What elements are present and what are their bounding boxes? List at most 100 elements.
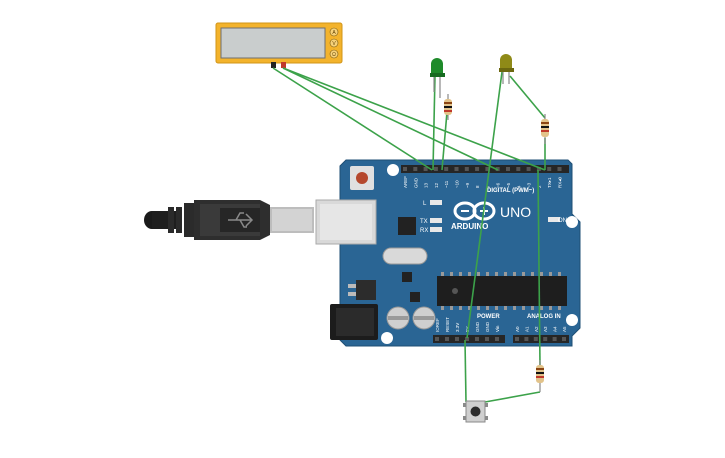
chip-pin (513, 306, 516, 310)
chip-pin (558, 306, 561, 310)
pin-label: ~6 (496, 182, 501, 188)
header-pin[interactable] (557, 167, 562, 171)
chip-pin (486, 272, 489, 276)
wire-green-resistor (441, 111, 448, 171)
chip-pin (549, 306, 552, 310)
mode-a[interactable]: A (332, 30, 336, 36)
wire-resistor-to-d (537, 169, 541, 366)
header-pin[interactable] (524, 337, 529, 341)
mode-ohm[interactable]: Ω (332, 52, 336, 58)
wire-button-to-resistor (484, 391, 541, 403)
header-pin[interactable] (413, 167, 418, 171)
multimeter[interactable]: A V Ω (215, 22, 343, 68)
header-pin[interactable] (475, 337, 479, 341)
pin-label: 7 (485, 185, 490, 188)
chip-pin (540, 306, 543, 310)
resistor-yellow-led[interactable] (541, 114, 549, 144)
multimeter-display (220, 27, 326, 59)
chip-pin (450, 272, 453, 276)
pin-label: A0 (515, 326, 520, 332)
chip-pin (468, 306, 471, 310)
label-tx: TX (420, 219, 428, 225)
header-pin[interactable] (543, 337, 548, 341)
pin-label: 3.3V (455, 323, 460, 332)
pin-label: IOREF (435, 318, 440, 332)
power-label: POWER (477, 314, 500, 320)
board-model: UNO (500, 204, 531, 220)
header-pin[interactable] (536, 167, 541, 171)
chip-pin (450, 306, 453, 310)
header-pin[interactable] (552, 337, 557, 341)
green-led[interactable] (430, 58, 445, 98)
pin-label: 13 (424, 182, 429, 188)
resistor-green-led[interactable] (444, 94, 452, 120)
header-pin[interactable] (515, 337, 519, 341)
chip-pin (459, 272, 462, 276)
header-pin[interactable] (495, 337, 499, 341)
wire-meter-to-3v (282, 67, 499, 171)
header-pin[interactable] (444, 167, 449, 171)
header-pin[interactable] (455, 337, 459, 341)
chip-pin (558, 272, 561, 276)
yellow-led[interactable] (499, 54, 514, 84)
wire-5v-to-button (464, 339, 467, 403)
header-pin[interactable] (464, 167, 469, 171)
label-on: ON (558, 218, 567, 224)
board-brand: ARDUINO (451, 222, 488, 231)
pin-label: 8 (475, 185, 480, 188)
pushbutton[interactable] (463, 400, 488, 423)
pin-label: RX◂0 (558, 176, 563, 188)
header-pin[interactable] (403, 167, 407, 171)
pin-label: GND (413, 177, 418, 188)
analog-label: ANALOG IN (527, 314, 561, 320)
pin-label: GND (485, 321, 490, 332)
wire-yellow-led-a (466, 71, 503, 339)
header-pin[interactable] (435, 337, 439, 341)
pin-label: 2 (537, 185, 542, 188)
pin-label: ~9 (465, 182, 470, 188)
header-pin[interactable] (547, 167, 552, 171)
header-pin[interactable] (516, 167, 521, 171)
header-pin[interactable] (423, 167, 428, 171)
chip-pin (495, 272, 498, 276)
pin-label: 12 (434, 182, 439, 188)
chip-pin (549, 272, 552, 276)
header-pin[interactable] (485, 337, 489, 341)
pin-label: A2 (534, 326, 539, 332)
wire-green-led (432, 74, 436, 171)
chip-pin (477, 272, 480, 276)
header-pin[interactable] (465, 337, 469, 341)
pin-label: A3 (543, 326, 548, 332)
chip-pin (504, 272, 507, 276)
resistor-pulldown[interactable] (536, 360, 544, 392)
header-pin[interactable] (454, 167, 459, 171)
header-pin[interactable] (533, 337, 538, 341)
pin-label: Vin (495, 325, 500, 332)
wire-yellow-led-b (509, 75, 546, 119)
wire-meter-red (282, 67, 546, 171)
chip-pin (477, 306, 480, 310)
usb-symbol-icon (228, 212, 254, 228)
header-pin[interactable] (562, 337, 566, 341)
usb-cable[interactable] (144, 200, 314, 240)
header-pin[interactable] (526, 167, 531, 171)
chip-pin (441, 306, 444, 310)
header-pin[interactable] (433, 167, 438, 171)
pin-label: A4 (553, 326, 558, 332)
chip-pin (486, 306, 489, 310)
wire-meter-black (272, 67, 433, 171)
header-pin[interactable] (506, 167, 510, 171)
header-pin[interactable] (485, 167, 490, 171)
analog-header[interactable] (513, 335, 569, 343)
header-pin[interactable] (475, 167, 480, 171)
pin-label: ~11 (444, 180, 449, 188)
chip-pin (468, 272, 471, 276)
mode-v[interactable]: V (332, 41, 336, 47)
label-rx: RX (420, 228, 428, 234)
pin-label: TX▸1 (547, 177, 552, 188)
header-pin[interactable] (445, 337, 449, 341)
power-header[interactable] (433, 335, 505, 343)
